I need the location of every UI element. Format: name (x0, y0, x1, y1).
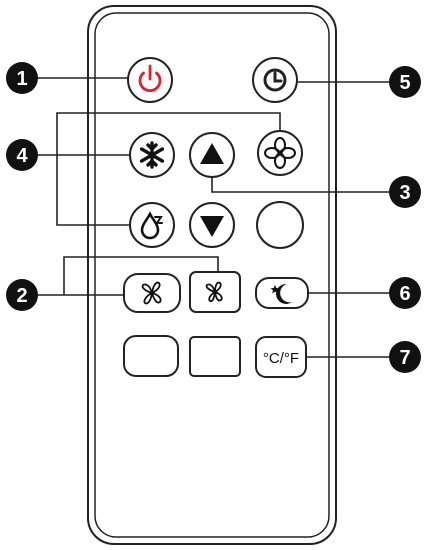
arrow-up-icon (200, 143, 224, 164)
callout-badge-5: 5 (389, 66, 421, 98)
down-arrow-button[interactable] (189, 202, 235, 248)
blank-button-middle[interactable] (189, 336, 241, 377)
callout-badge-3: 3 (389, 176, 421, 208)
temp-unit-label: °C/°F (263, 350, 299, 367)
callout-number: 5 (399, 72, 410, 94)
callout-badge-2: 2 (6, 279, 38, 311)
fan-low-icon (205, 281, 223, 303)
fan-low-button[interactable] (189, 271, 241, 313)
power-button[interactable] (127, 57, 173, 103)
cool-mode-button[interactable] (129, 132, 175, 178)
timer-button[interactable] (252, 57, 298, 103)
blank-round-button[interactable] (256, 201, 304, 249)
fan-high-button[interactable] (123, 273, 181, 313)
callout-number: 4 (16, 145, 28, 167)
temp-unit-button[interactable]: °C/°F (255, 336, 307, 378)
callout-number: 1 (16, 68, 27, 90)
clock-icon (263, 68, 287, 92)
callout-badge-4: 4 (6, 139, 38, 171)
up-arrow-button[interactable] (189, 132, 235, 178)
dry-mode-button[interactable] (129, 202, 175, 248)
blank-button-left[interactable] (123, 335, 179, 377)
moon-star-icon (270, 283, 292, 304)
remote-body (87, 5, 337, 545)
callout-badge-1: 1 (6, 62, 38, 94)
sleep-button[interactable] (255, 277, 309, 309)
callout-badge-6: 6 (389, 277, 421, 309)
snowflake-icon (139, 141, 165, 169)
fan-icon (264, 137, 296, 169)
fan-mode-button[interactable] (257, 130, 303, 176)
fan-high-icon (141, 281, 162, 305)
callout-number: 6 (399, 283, 410, 305)
arrow-down-icon (200, 216, 224, 237)
callout-number: 2 (16, 285, 27, 307)
power-icon (138, 64, 162, 92)
callout-number: 3 (399, 182, 410, 204)
leader-lines (36, 77, 398, 358)
callout-badge-7: 7 (389, 341, 421, 373)
callout-number: 7 (399, 347, 410, 369)
water-drop-icon (140, 211, 163, 240)
